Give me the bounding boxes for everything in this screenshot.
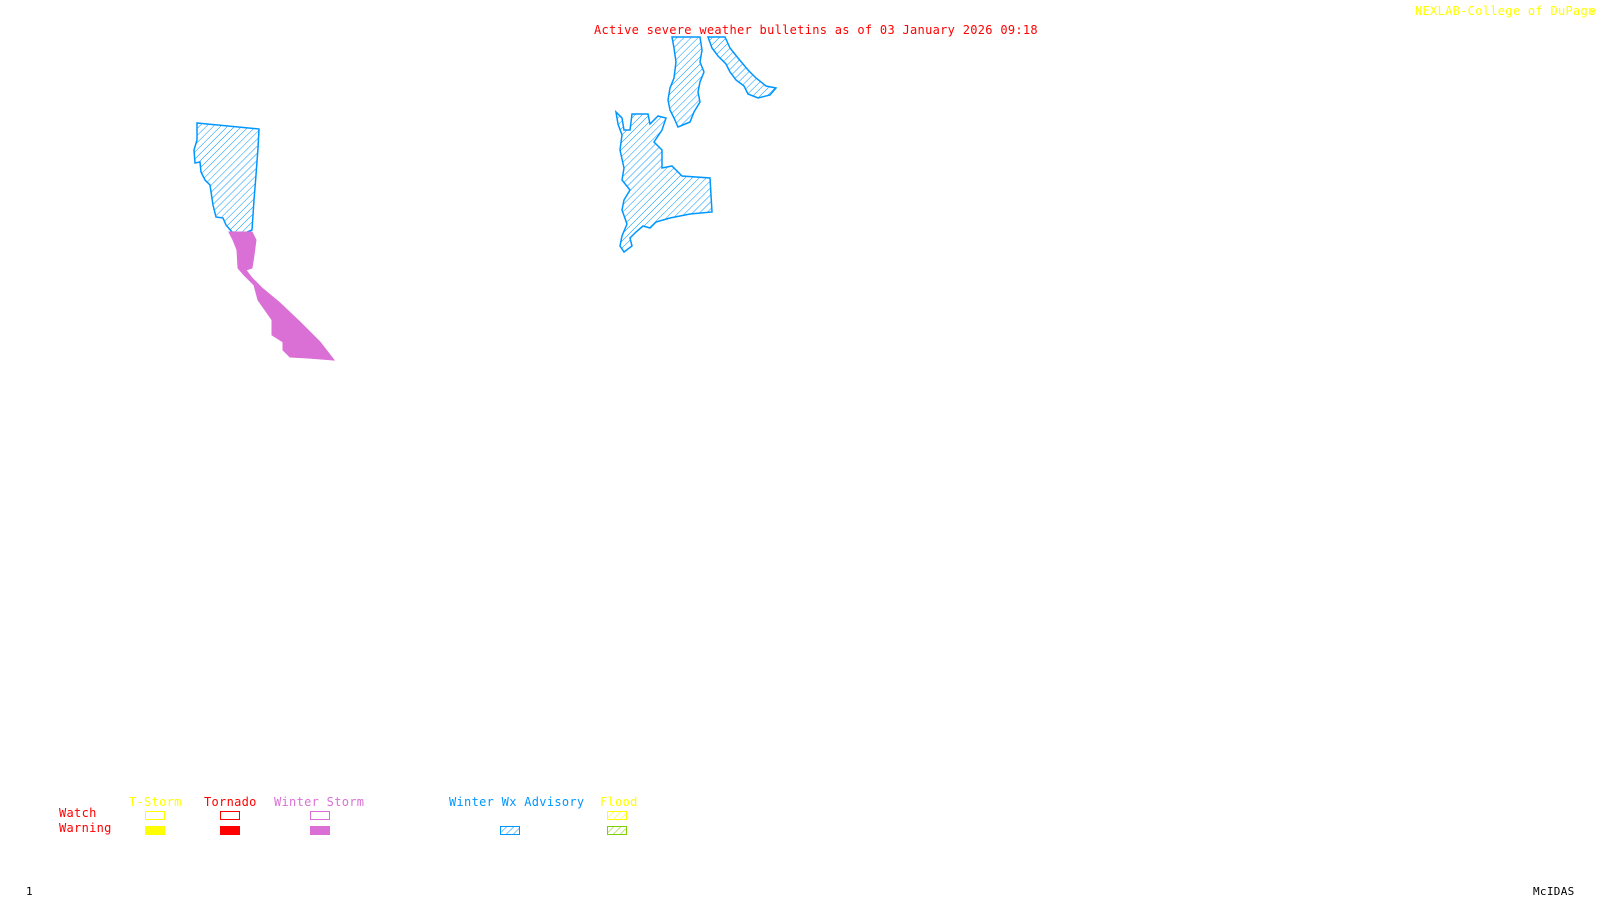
- map-region: [193, 122, 260, 234]
- legend-swatch-flood-warning: [607, 826, 627, 835]
- bulletin-title: Active severe weather bulletins as of 03…: [594, 23, 1038, 37]
- legend-label-winter-wx-advisory: Winter Wx Advisory: [449, 795, 585, 809]
- legend-row-label-watch: Watch: [59, 806, 97, 820]
- legend-swatch-flood-watch: [607, 811, 627, 820]
- legend-label-tornado: Tornado: [204, 795, 257, 809]
- credit-label: NEXLAB-College of DuPage: [1415, 4, 1596, 18]
- map-region: [614, 109, 713, 254]
- legend-swatch-winter-storm-watch: [310, 811, 330, 820]
- software-label: McIDAS: [1533, 885, 1575, 898]
- legend-swatch-tstorm-watch: [145, 811, 165, 820]
- legend-label-winter-storm: Winter Storm: [274, 795, 365, 809]
- map-region: [228, 231, 336, 361]
- legend-swatch-tornado-warning: [220, 826, 240, 835]
- legend-swatch-winter-wx-advisory: [500, 826, 520, 835]
- legend-swatch-tornado-watch: [220, 811, 240, 820]
- legend-row-label-warning: Warning: [59, 821, 112, 835]
- legend-label-tstorm: T-Storm: [129, 795, 182, 809]
- legend-label-flood: Flood: [600, 795, 638, 809]
- legend-swatch-tstorm-warning: [145, 826, 165, 835]
- map-region: [667, 36, 705, 128]
- frame-number: 1: [26, 885, 33, 898]
- diagonal-arrow-logo-icon: ⇲: [1588, 3, 1596, 17]
- map-region: [706, 36, 778, 99]
- legend-swatch-winter-storm-warning: [310, 826, 330, 835]
